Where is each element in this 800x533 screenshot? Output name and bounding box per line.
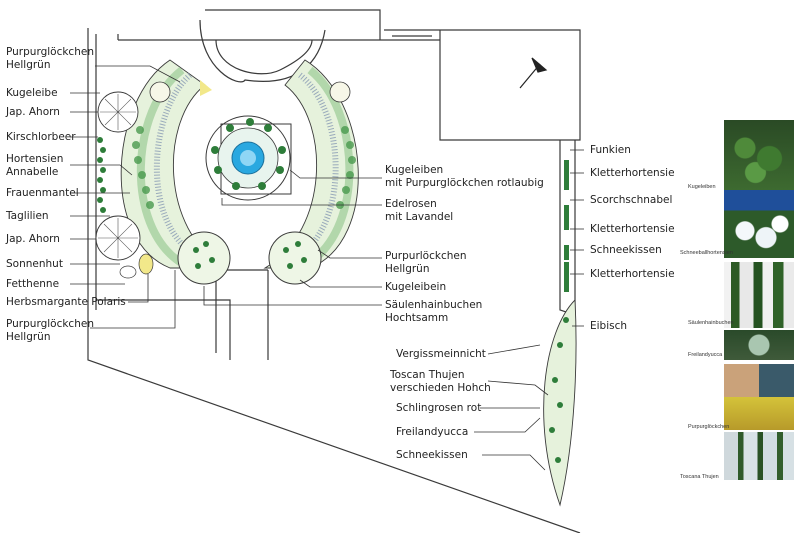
- label-kugeleibein: Kugeleibein: [385, 281, 447, 293]
- label-vergissmeinnicht: Vergissmeinnicht: [396, 348, 486, 360]
- label-sonnenhut: Sonnenhut: [6, 258, 63, 270]
- label-kletterhortensie-3: Kletterhortensie: [590, 268, 675, 280]
- label-hortensien: Hortensien Annabelle: [6, 153, 64, 178]
- label-kletterhortensie-1: Kletterhortensie: [590, 167, 675, 179]
- label-fetthenne: Fetthenne: [6, 278, 60, 290]
- label-kirschlorbeer: Kirschlorbeer: [6, 131, 76, 143]
- label-jap-ahorn-1: Jap. Ahorn: [6, 106, 60, 118]
- label-toscan-thujen: Toscan Thujen verschieden Hohch: [390, 369, 491, 394]
- label-purpurgloeckchen-bottom: Purpurglöckchen Hellgrün: [6, 318, 94, 343]
- label-storchschnabel: Scorchschnabel: [590, 194, 673, 206]
- label-schneekissen-1: Schneekissen: [590, 244, 662, 256]
- label-taglilien: Taglilien: [6, 210, 49, 222]
- caption-toscana-thujen: Toscana Thujen: [680, 474, 719, 480]
- caption-freilandyucca: Freilandyucca: [688, 352, 723, 358]
- label-purpurgloeckchen-top: Purpurglöckchen Hellgrün: [6, 46, 94, 71]
- label-purpurgloeckchen-right: Purpurlöckchen Hellgrün: [385, 250, 467, 275]
- label-frauenmantel: Frauenmantel: [6, 187, 79, 199]
- label-kugeleibe: Kugeleibe: [6, 87, 58, 99]
- label-schneekissen-2: Schneekissen: [396, 449, 468, 461]
- photo-schneeballhortensien: [724, 190, 794, 258]
- label-funkien: Funkien: [590, 144, 631, 156]
- north-arrow-icon: [519, 57, 548, 89]
- caption-saeulenhainbuchen: Säulenhainbuchen: [688, 320, 734, 326]
- photo-purpurgloeckchen: [724, 364, 794, 430]
- label-edelrosen: Edelrosen mit Lavandel: [385, 198, 454, 223]
- label-schlingrosen: Schlingrosen rot: [396, 402, 482, 414]
- photo-freilandyucca: [724, 330, 794, 360]
- caption-purpurgloeckchen: Purpurglöckchen: [688, 424, 730, 430]
- label-eibisch: Eibisch: [590, 320, 628, 332]
- caption-schneeballhortensien: Schneeballhortensien: [680, 250, 733, 256]
- label-jap-ahorn-2: Jap. Ahorn: [6, 233, 60, 245]
- photo-toscana-thujen: [724, 432, 794, 480]
- label-kletterhortensie-2: Kletterhortensie: [590, 223, 675, 235]
- caption-kugeleiben: Kugeleiben: [688, 184, 716, 190]
- photo-saeulenhainbuchen: [724, 262, 794, 328]
- label-kugeleiben-center: Kugeleiben mit Purpurglöckchen rotlaubig: [385, 164, 544, 189]
- label-freilandyucca: Freilandyucca: [396, 426, 469, 438]
- label-herbsmargante: Herbsmargante Polaris: [6, 296, 126, 308]
- photo-kugeleiben: [724, 120, 794, 190]
- label-saeulenhainbuchen: Säulenhainbuchen Hochtsamm: [385, 299, 483, 324]
